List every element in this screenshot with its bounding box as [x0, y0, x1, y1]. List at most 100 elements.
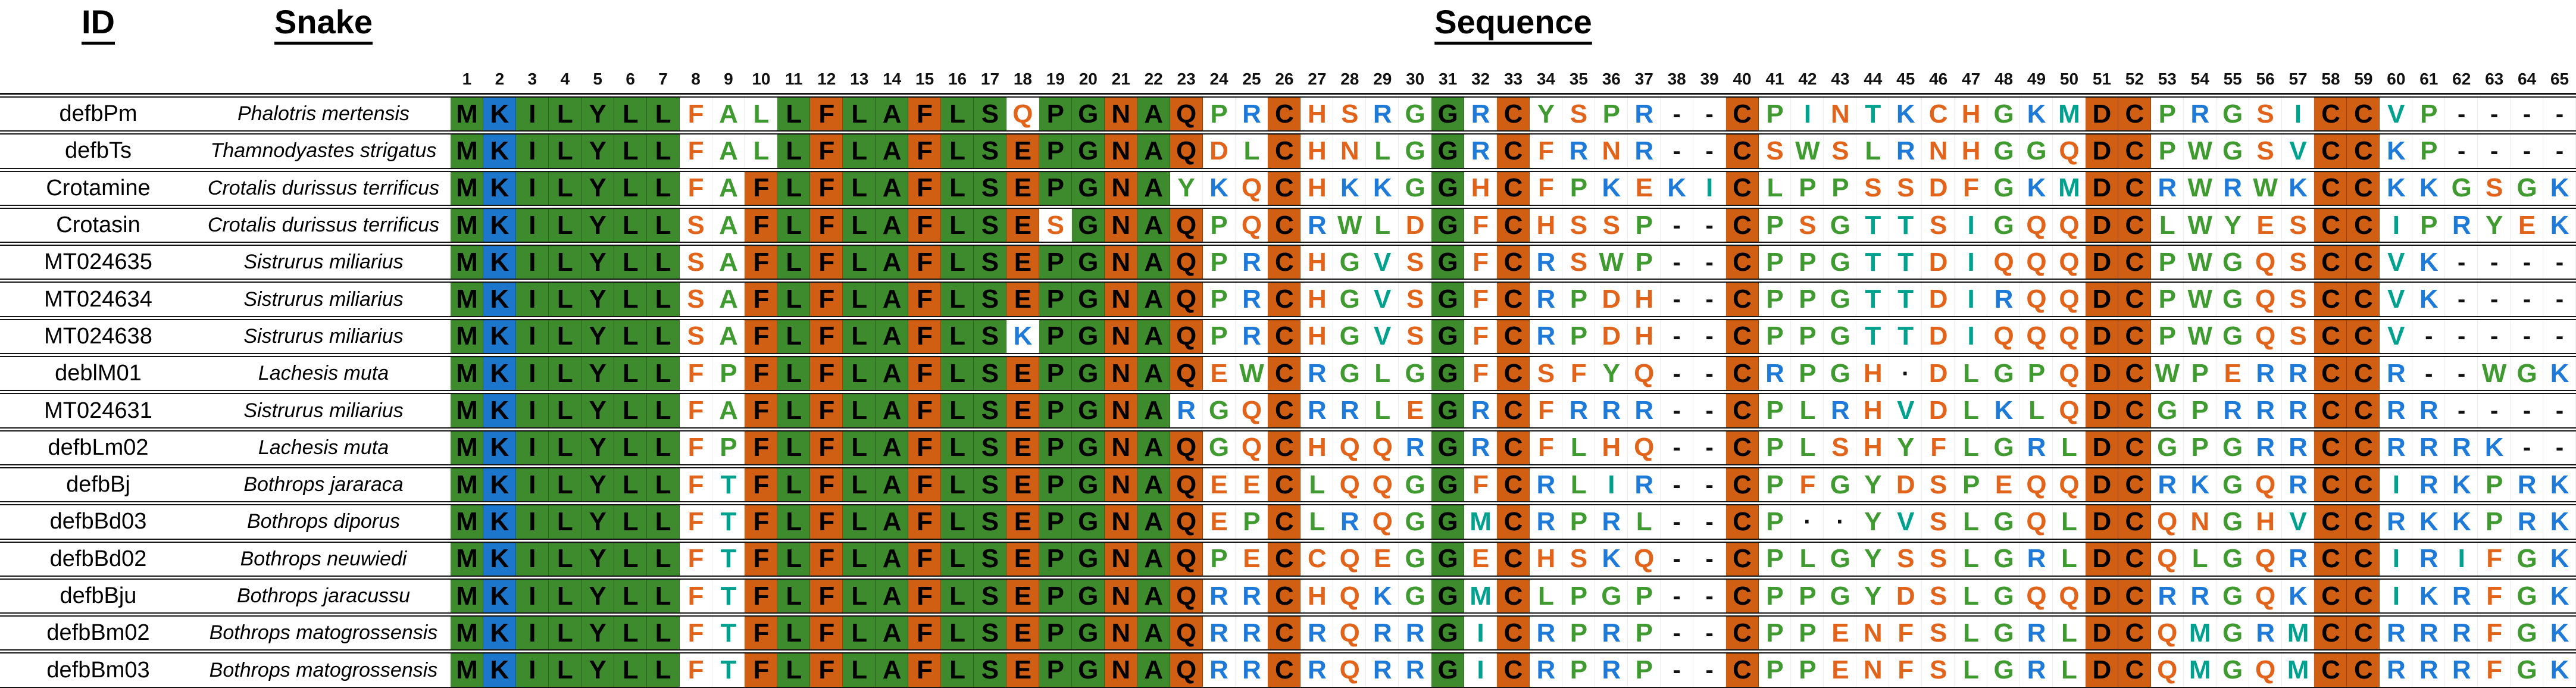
- residue-cell: S: [1922, 653, 1955, 687]
- residue-cell: C: [2347, 431, 2380, 464]
- residue-cell: E: [1006, 542, 1039, 576]
- residue-cell: P: [1202, 320, 1236, 354]
- residue-cell: Q: [1170, 653, 1203, 687]
- residue-cell: K: [483, 208, 516, 242]
- residue-cell: D: [2085, 542, 2118, 576]
- residue-cell: F: [745, 431, 778, 464]
- residue-cell: R: [2020, 653, 2053, 687]
- residue-cell: K: [483, 135, 516, 168]
- residue-cell: R: [1202, 617, 1236, 650]
- residue-cell: R: [2412, 394, 2446, 427]
- residue-cell: N: [1333, 135, 1367, 168]
- residue-cell: K: [483, 246, 516, 279]
- residue-cell: Q: [1170, 246, 1203, 279]
- residue-cell: R: [1300, 394, 1334, 427]
- residue-cell: A: [876, 431, 909, 464]
- residue-cell: Y: [1595, 357, 1628, 390]
- residue-cell: Q: [1170, 579, 1203, 613]
- row-species: Crotalis durissus terrificus: [207, 176, 440, 199]
- residue-cell: L: [941, 135, 974, 168]
- position-number: 18: [1013, 70, 1032, 88]
- position-number: 55: [2223, 70, 2242, 88]
- residue-cell: C: [2118, 171, 2151, 205]
- residue-cell: -: [1660, 468, 1693, 502]
- residue-cell: C: [1497, 246, 1530, 279]
- residue-cell: L: [843, 98, 876, 131]
- residue-cell: S: [1562, 542, 1595, 576]
- residue-cell: C: [2314, 246, 2347, 279]
- residue-cell: F: [679, 617, 712, 650]
- residue-cell: E: [2511, 208, 2544, 242]
- residue-cell: H: [1529, 542, 1562, 576]
- residue-cell: Y: [581, 579, 614, 613]
- residue-cell: C: [2314, 542, 2347, 576]
- residue-cell: S: [679, 320, 712, 354]
- residue-cell: C: [1497, 171, 1530, 205]
- residue-cell: F: [745, 283, 778, 316]
- residue-cell: I: [1464, 653, 1498, 687]
- residue-cell: C: [2347, 320, 2380, 354]
- residue-cell: W: [1235, 357, 1268, 390]
- residue-cell: Q: [1170, 208, 1203, 242]
- residue-cell: T: [712, 617, 745, 650]
- residue-cell: A: [876, 98, 909, 131]
- position-number: 6: [626, 70, 635, 88]
- residue-cell: F: [908, 357, 942, 390]
- residue-cell: C: [1268, 320, 1301, 354]
- residue-cell: L: [1562, 431, 1595, 464]
- residue-cell: L: [548, 431, 582, 464]
- residue-cell: L: [1366, 394, 1399, 427]
- residue-cell: R: [1366, 653, 1399, 687]
- residue-cell: R: [1627, 135, 1661, 168]
- residue-cell: D: [2085, 320, 2118, 354]
- residue-cell: K: [1366, 579, 1399, 613]
- residue-cell: K: [483, 283, 516, 316]
- residue-cell: P: [1758, 283, 1792, 316]
- residue-cell: L: [1955, 431, 1988, 464]
- residue-cell: C: [1725, 246, 1759, 279]
- residue-cell: P: [1791, 171, 1824, 205]
- residue-cell: S: [2478, 171, 2511, 205]
- position-number: 63: [2485, 70, 2504, 88]
- residue-cell: A: [1137, 542, 1170, 576]
- residue-cell: E: [1006, 171, 1039, 205]
- residue-cell: -: [2412, 320, 2446, 354]
- residue-cell: F: [1922, 431, 1955, 464]
- residue-cell: E: [1235, 542, 1268, 576]
- residue-cell: N: [1104, 579, 1137, 613]
- residue-cell: A: [1137, 283, 1170, 316]
- position-number: 58: [2321, 70, 2340, 88]
- residue-cell: R: [1758, 357, 1792, 390]
- residue-cell: S: [1529, 357, 1562, 390]
- residue-cell: C: [1497, 431, 1530, 464]
- residue-cell: A: [712, 394, 745, 427]
- residue-cell: Y: [581, 394, 614, 427]
- residue-cell: K: [483, 468, 516, 502]
- residue-cell: G: [1399, 579, 1432, 613]
- residue-cell: L: [777, 171, 811, 205]
- residue-cell: G: [1987, 579, 2021, 613]
- residue-cell: L: [843, 357, 876, 390]
- residue-cell: L: [2020, 394, 2053, 427]
- residue-cell: L: [777, 579, 811, 613]
- residue-cell: L: [1955, 505, 1988, 539]
- residue-cell: K: [483, 394, 516, 427]
- row-id: MT024634: [44, 286, 152, 312]
- residue-cell: G: [2216, 468, 2249, 502]
- residue-cell: P: [2412, 98, 2446, 131]
- residue-cell: I: [1693, 171, 1726, 205]
- residue-cell: C: [1725, 468, 1759, 502]
- position-number: 28: [1340, 70, 1359, 88]
- position-number: 56: [2256, 70, 2275, 88]
- residue-cell: R: [2020, 542, 2053, 576]
- residue-cell: E: [1006, 653, 1039, 687]
- residue-cell: R: [1235, 617, 1268, 650]
- residue-cell: L: [843, 171, 876, 205]
- residue-cell: N: [1824, 98, 1857, 131]
- residue-cell: G: [1071, 320, 1105, 354]
- residue-cell: H: [1300, 431, 1334, 464]
- residue-cell: A: [712, 171, 745, 205]
- residue-cell: -: [1660, 208, 1693, 242]
- residue-cell: A: [1137, 171, 1170, 205]
- residue-cell: F: [1464, 283, 1498, 316]
